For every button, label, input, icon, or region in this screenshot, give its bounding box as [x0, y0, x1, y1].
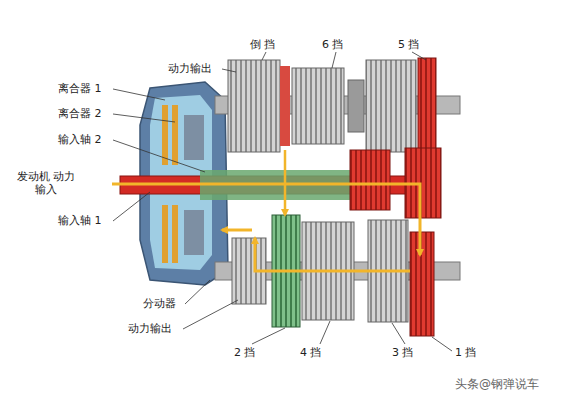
- leader-lines: [113, 52, 452, 351]
- clutch-plate: [172, 105, 178, 165]
- leader-line: [332, 52, 336, 68]
- synchronizer: [348, 80, 364, 132]
- clutch-drum: [184, 115, 204, 160]
- gear-label: 3 挡: [392, 346, 414, 359]
- part-label: 分动器: [143, 297, 176, 310]
- leader-line: [113, 192, 150, 221]
- leader-line: [222, 69, 236, 72]
- first-gear: [410, 232, 434, 336]
- leader-line: [185, 280, 210, 304]
- sixth-gear: [292, 68, 344, 144]
- clutch-plate: [172, 205, 178, 263]
- gear-label: 2 挡: [234, 346, 256, 359]
- power-flow-arrow: [112, 184, 420, 255]
- leader-line: [432, 337, 452, 351]
- part-label: 离合器 2: [58, 107, 102, 120]
- leader-line: [113, 89, 165, 100]
- power-flow-arrow: [222, 229, 252, 232]
- clutch-drum: [184, 210, 204, 255]
- leader-line: [320, 321, 330, 344]
- leader-line: [183, 300, 238, 329]
- leader-line: [113, 140, 205, 172]
- fifth-gear: [366, 60, 416, 152]
- power-flow-arrow: [255, 238, 410, 271]
- fifth-gear-red: [418, 58, 436, 154]
- gear-label: 6 挡: [322, 38, 344, 51]
- gear-label: 4 挡: [300, 346, 322, 359]
- part-label: 发动机 动力输入: [16, 170, 76, 196]
- gear-label: 倒 挡: [250, 38, 276, 51]
- reverse-gear: [228, 60, 280, 152]
- part-label: 离合器 1: [58, 82, 102, 95]
- input-gear: [350, 150, 390, 210]
- clutch-plate: [162, 205, 168, 263]
- part-label: 动力输出: [168, 62, 212, 75]
- leader-line: [392, 323, 405, 344]
- power-flow-arrow: [284, 150, 287, 215]
- watermark: 头条@钢弹说车: [455, 378, 539, 391]
- leader-line: [252, 328, 285, 344]
- part-label: 输入轴 2: [58, 133, 102, 146]
- leader-line: [113, 114, 175, 122]
- leader-line: [412, 52, 426, 60]
- leader-line: [262, 52, 266, 60]
- clutch-plate: [162, 105, 168, 165]
- part-label: 动力输出: [128, 322, 172, 335]
- gear-label: 5 挡: [398, 38, 420, 51]
- part-label: 输入轴 1: [58, 214, 102, 227]
- gear-label: 1 挡: [455, 346, 477, 359]
- gear-ring: [280, 66, 290, 146]
